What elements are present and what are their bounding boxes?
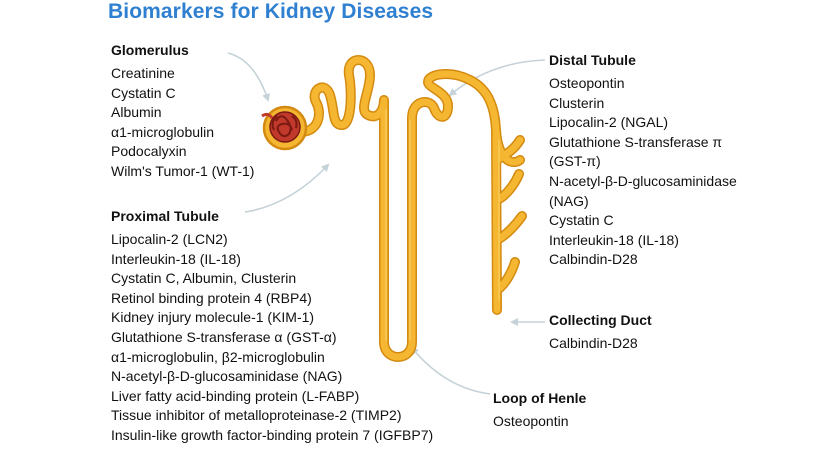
tubule-highlight [385,109,500,341]
proximal-tubule-biomarker-list: Lipocalin-2 (LCN2) Interleukin-18 (IL-18)… [111,230,433,446]
biomarker-item: Wilm's Tumor-1 (WT-1) [111,162,255,179]
biomarker-item: Insulin-like growth factor-binding prote… [111,426,434,443]
glomerulus-graphic [261,105,308,151]
biomarker-item: Kidney injury molecule-1 (KIM-1) [111,309,315,326]
proximal-tubule-section: Proximal Tubule Lipocalin-2 (LCN2) Interl… [111,206,433,446]
collecting-duct-heading: Collecting Duct [549,312,652,328]
loop-of-henle-arrow [410,346,491,395]
biomarker-item: Cystatin C [549,212,614,229]
biomarker-item: Cystatin C, Albumin, Clusterin [111,270,297,287]
collecting-duct-biomarker-list: Calbindin-D28 [549,334,652,354]
tubule-fill [296,56,526,361]
biomarker-item: Retinol binding protein 4 (RBP4) [111,289,312,306]
biomarker-item: Podocalyxin [111,143,187,160]
biomarker-item: Calbindin-D28 [549,335,638,351]
biomarker-item: Glutathione S-transferase α (GST-α) [111,328,337,345]
biomarker-item: Clusterin [549,94,605,111]
biomarker-item: Calbindin-D28 [549,251,638,268]
loop-of-henle-biomarker-list: Osteopontin [493,412,586,432]
biomarker-item: Albumin [111,104,162,121]
biomarker-item: Lipocalin-2 (NGAL) [549,114,669,131]
biomarker-item: Osteopontin [493,413,569,429]
biomarker-item: Glutathione S-transferase π [549,133,723,150]
biomarker-item: Liver fatty acid-binding protein (L-FABP… [111,387,360,404]
proximal-tubule-heading: Proximal Tubule [111,208,219,224]
loop-of-henle-heading: Loop of Henle [493,390,587,406]
nephron-tubule [295,55,527,362]
glomerulus-arrow [227,52,270,102]
collecting-duct-section: Collecting Duct Calbindin-D28 [549,310,652,354]
biomarker-item: Interleukin-18 (IL-18) [111,250,241,267]
proximal-tubule-arrow [244,163,330,213]
capillary-loops [271,115,298,138]
loop-of-henle-section: Loop of Henle Osteopontin [493,388,586,432]
biomarker-item: α1-microglobulin [111,123,215,140]
distal-tubule-heading: Distal Tubule [549,52,636,68]
page-title: Biomarkers for Kidney Diseases [108,0,434,23]
biomarker-item: N-acetyl-β-D-glucosaminidase [549,172,737,189]
biomarker-item: (GST-π) [549,153,601,170]
pointer-arrows [227,52,546,395]
biomarker-item: (NAG) [549,192,589,209]
glomerulus-heading: Glomerulus [111,42,189,58]
biomarker-item: Cystatin C [111,84,176,101]
biomarker-item: Interleukin-18 (IL-18) [549,231,679,248]
biomarker-item: Osteopontin [549,75,625,91]
biomarker-item: α1-microglobulin, β2-microglobulin [111,348,325,365]
biomarker-item: Lipocalin-2 (LCN2) [111,231,228,247]
distal-tubule-arrow [448,59,546,97]
afferent-arteriole [261,112,274,119]
biomarker-item: Creatinine [111,65,175,81]
biomarker-item: Tissue inhibitor of metalloproteinase-2 … [111,407,402,424]
biomarker-item: N-acetyl-β-D-glucosaminidase (NAG) [111,368,343,385]
